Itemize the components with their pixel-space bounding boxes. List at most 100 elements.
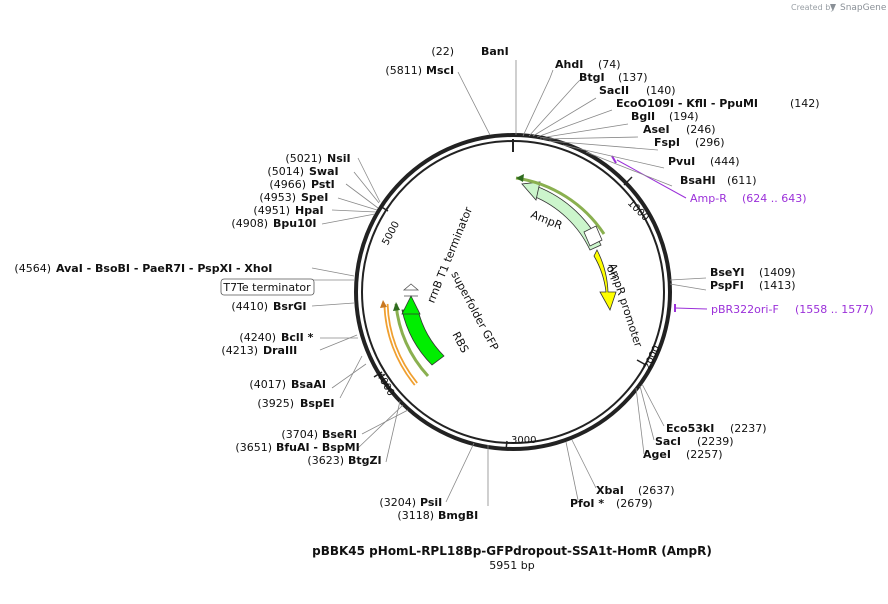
- site-name: BtgZI: [348, 454, 382, 467]
- snapgene-icon: [830, 4, 836, 11]
- site-name: SacI: [655, 435, 681, 448]
- gfp-feature: [393, 295, 445, 378]
- plasmid-name: pBBK45 pHomL-RPL18Bp-GFPdropout-SSA1t-Ho…: [312, 544, 712, 558]
- site-name: HpaI: [295, 204, 324, 217]
- site-name: BseRI: [322, 428, 357, 441]
- site-name: BmgBI: [438, 509, 478, 522]
- site-name: AhdI: [555, 58, 583, 71]
- site-name: BseYI: [710, 266, 744, 279]
- site-pos: (4908): [231, 217, 268, 230]
- site-name: BfuAI - BspMI: [276, 441, 360, 454]
- tick-2000: 2000: [636, 344, 663, 372]
- site-pos: (4564): [14, 262, 51, 275]
- site-pos: (3704): [281, 428, 318, 441]
- site-pos: (137): [618, 71, 648, 84]
- site-name: Eco53kI: [666, 422, 714, 435]
- svg-text:5000: 5000: [380, 220, 402, 248]
- site-pos: (4213): [221, 344, 258, 357]
- ampr-promoter-feature: [583, 225, 603, 247]
- tick-3000: 3000: [505, 435, 536, 451]
- ori-feature: [593, 249, 617, 311]
- site-name: PvuI: [668, 155, 695, 168]
- site-pos: (4017): [249, 378, 286, 391]
- pbr322ori-f-primer-range: (1558 .. 1577): [795, 303, 874, 316]
- site-pos: (1409): [759, 266, 796, 279]
- site-name: SacII: [599, 84, 629, 97]
- site-name: BspEI: [300, 397, 334, 410]
- ampr-feature: [515, 174, 606, 251]
- site-pos: (1413): [759, 279, 796, 292]
- site-pos: (5021): [285, 152, 322, 165]
- site-pos: (2237): [730, 422, 767, 435]
- site-pos: (2239): [697, 435, 734, 448]
- site-name: BanI: [481, 45, 509, 58]
- site-name: DraIII: [263, 344, 297, 357]
- pbr322ori-f-primer-name: pBR322ori-F: [711, 303, 779, 316]
- site-pos: (22): [431, 45, 454, 58]
- site-name: SwaI: [309, 165, 339, 178]
- site-leader-lines: [311, 60, 707, 506]
- plasmid-length: 5951 bp: [489, 559, 534, 572]
- t7te-terminator-label: T7Te terminator: [222, 281, 311, 294]
- site-name: XbaI: [596, 484, 624, 497]
- site-pos: (4966): [269, 178, 306, 191]
- svg-text:1000: 1000: [625, 198, 651, 224]
- site-name: SpeI: [301, 191, 328, 204]
- site-pos: (444): [710, 155, 740, 168]
- site-name: PfoI *: [570, 497, 604, 510]
- site-pos: (142): [790, 97, 820, 110]
- site-pos: (3925): [257, 397, 294, 410]
- tick-5000: 5000: [379, 205, 402, 248]
- site-name: EcoO109I - KflI - PpuMI: [616, 97, 758, 110]
- site-pos: (4953): [259, 191, 296, 204]
- site-pos: (246): [686, 123, 716, 136]
- site-pos: (2637): [638, 484, 675, 497]
- site-name: BglI: [631, 110, 655, 123]
- site-name: BsaHI: [680, 174, 716, 187]
- site-pos: (296): [695, 136, 725, 149]
- rbs-feature: [402, 283, 420, 297]
- site-pos: (3204): [379, 496, 416, 509]
- site-name: PstI: [311, 178, 335, 191]
- site-pos: (3623): [307, 454, 344, 467]
- site-pos: (4951): [253, 204, 290, 217]
- amp-r-primer-range: (624 .. 643): [742, 192, 807, 205]
- ori-label: ori: [604, 264, 621, 282]
- site-name: BtgI: [579, 71, 605, 84]
- site-name: BsrGI: [273, 300, 306, 313]
- site-name: BclI *: [281, 331, 314, 344]
- site-name: MscI: [426, 64, 454, 77]
- backbone-outer: [354, 133, 672, 451]
- site-pos: (140): [646, 84, 676, 97]
- site-pos: (194): [669, 110, 699, 123]
- site-pos: (74): [598, 58, 621, 71]
- rbs-label: RBS: [449, 330, 471, 356]
- pbr322ori-f-primer: [674, 304, 708, 312]
- terminator-feature: [380, 300, 418, 386]
- credit-brand: SnapGene: [840, 3, 887, 13]
- credit-created-by: Created by: [791, 3, 835, 12]
- site-name: AseI: [643, 123, 670, 136]
- site-name: BsaAI: [291, 378, 326, 391]
- site-pos: (4410): [231, 300, 268, 313]
- site-pos: (5014): [267, 165, 304, 178]
- site-pos: (4240): [239, 331, 276, 344]
- site-pos: (3651): [235, 441, 272, 454]
- site-pos: (5811): [385, 64, 422, 77]
- svg-text:3000: 3000: [511, 435, 536, 446]
- site-name: PsiI: [420, 496, 442, 509]
- site-name: AvaI - BsoBI - PaeR7I - PspXI - XhoI: [56, 262, 272, 275]
- site-pos: (2679): [616, 497, 653, 510]
- site-pos: (611): [727, 174, 757, 187]
- site-name: FspI: [654, 136, 680, 149]
- amp-r-primer: [611, 155, 687, 199]
- site-name: NsiI: [327, 152, 351, 165]
- site-pos: (3118): [397, 509, 434, 522]
- t7te-terminator-box: [220, 278, 315, 296]
- amp-r-primer-name: Amp-R: [690, 192, 727, 205]
- svg-text:2000: 2000: [642, 344, 663, 372]
- site-name: AgeI: [643, 448, 671, 461]
- site-name: PspFI: [710, 279, 744, 292]
- site-pos: (2257): [686, 448, 723, 461]
